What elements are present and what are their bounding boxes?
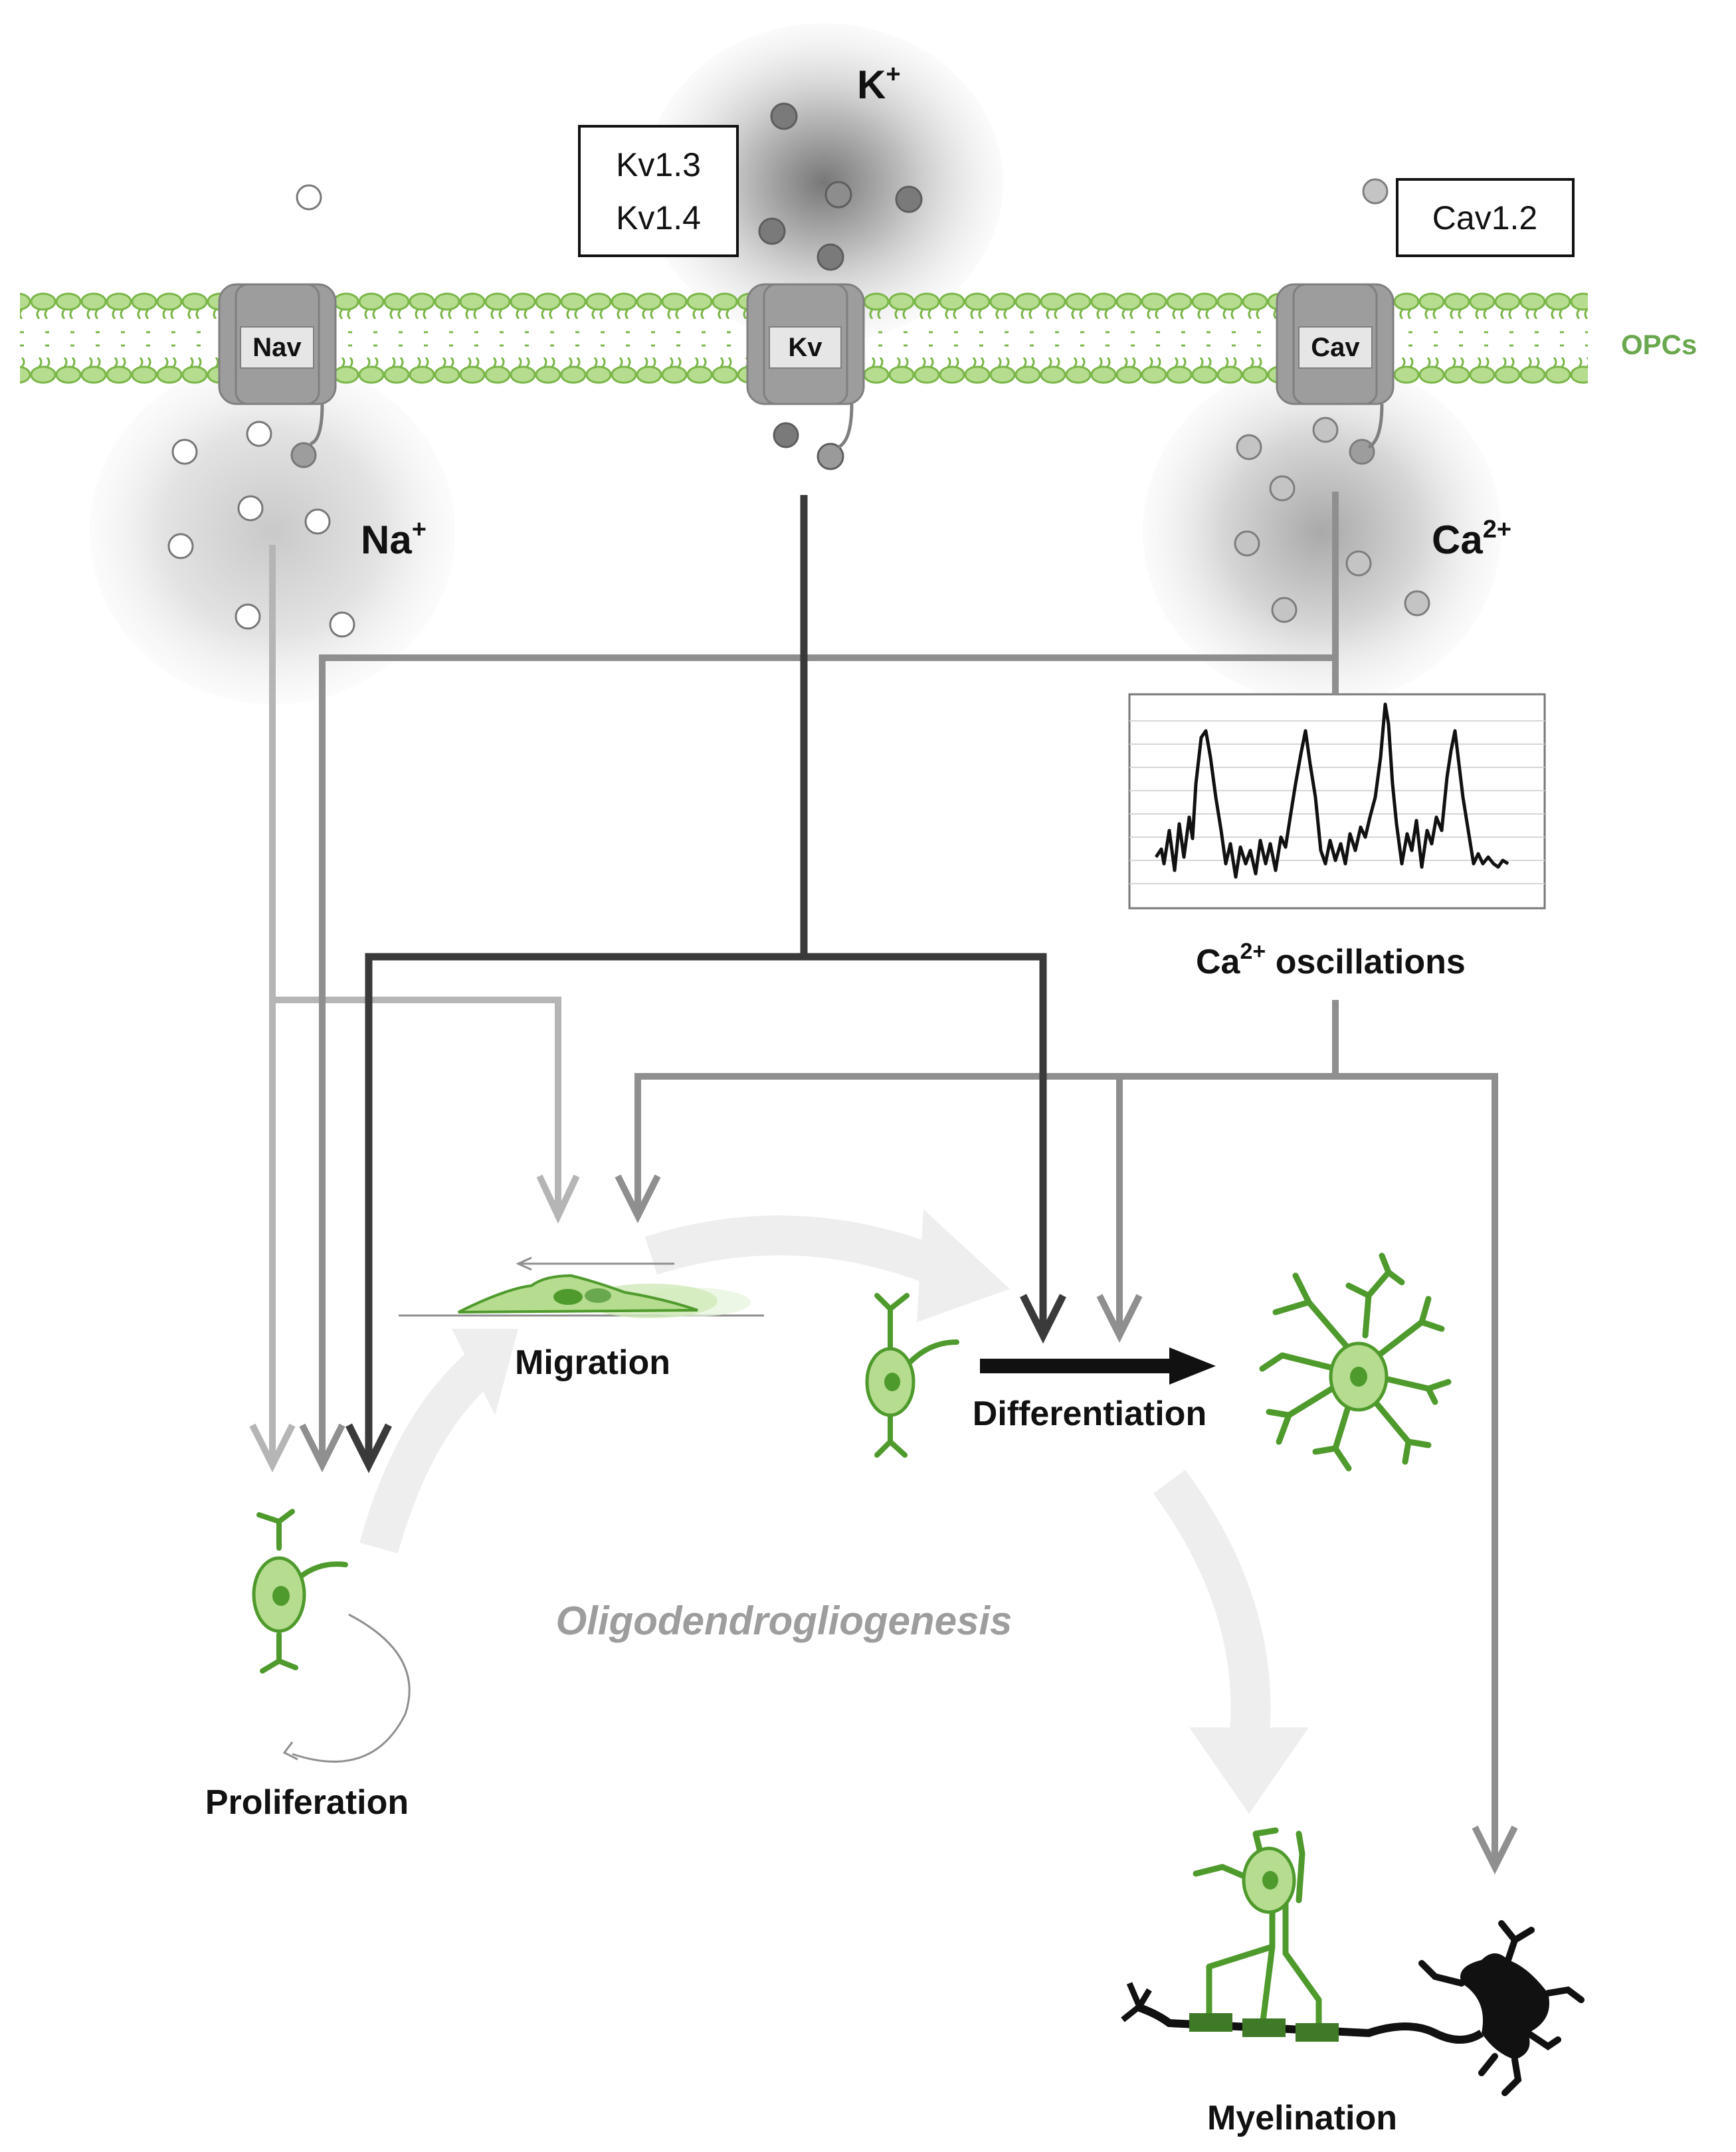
potassium-cloud: [644, 23, 1003, 342]
calcium-pathways: [299, 492, 1518, 1875]
migrating-cell-icon: [399, 1256, 764, 1318]
calcium-label: Ca2+: [1432, 516, 1511, 562]
proliferation-label: Proliferation: [205, 1783, 409, 1822]
cav-subtype: Cav1.2: [1432, 199, 1537, 237]
mature-oligodendrocyte-icon: [1259, 1252, 1452, 1472]
kv-channel: [746, 283, 865, 449]
proliferating-cell-icon: [252, 1509, 411, 1763]
differentiation-label: Differentiation: [973, 1395, 1206, 1433]
nav-channel: [218, 283, 337, 446]
myelinating-oligodendrocyte-icon: [1193, 1827, 1322, 2030]
cav-channel-label: Cav: [1311, 333, 1360, 362]
myelination-label: Myelination: [1207, 2099, 1397, 2137]
kv-subtype-1: Kv1.3: [616, 146, 701, 183]
opcs-label: OPCs: [1621, 329, 1697, 360]
potassium-pathways: [345, 495, 1066, 1474]
sodium-ions: [167, 184, 355, 638]
cav-channel: [1276, 283, 1395, 449]
migration-label: Migration: [515, 1343, 670, 1382]
opc-cell-icon: [865, 1293, 959, 1458]
cycle-arrowheads: [452, 1209, 1309, 1814]
calcium-cloud: [1143, 359, 1501, 704]
nav-channel-label: Nav: [252, 333, 302, 362]
kv-subtypes-box: Kv1.3 Kv1.4: [578, 125, 739, 257]
calcium-oscillation-plot: [1128, 693, 1546, 910]
sodium-label: Na+: [361, 516, 427, 562]
cav-subtype-box: Cav1.2: [1396, 178, 1575, 257]
oligodendrogliogenesis-cycle-arrows: [359, 1215, 1271, 1743]
kv-channel-label: Kv: [788, 333, 822, 362]
potassium-ions: [758, 102, 923, 470]
kv-subtype-2: Kv1.4: [616, 199, 701, 237]
cycle-label: Oligodendrogliogenesis: [556, 1599, 1013, 1643]
calcium-oscillations-label: Ca2+ oscillations: [1196, 939, 1466, 981]
differentiation-arrow: [980, 1347, 1216, 1385]
calcium-ions: [1234, 178, 1430, 623]
neuron-axon-icon: [1121, 1920, 1585, 2096]
potassium-label: K+: [857, 60, 901, 107]
